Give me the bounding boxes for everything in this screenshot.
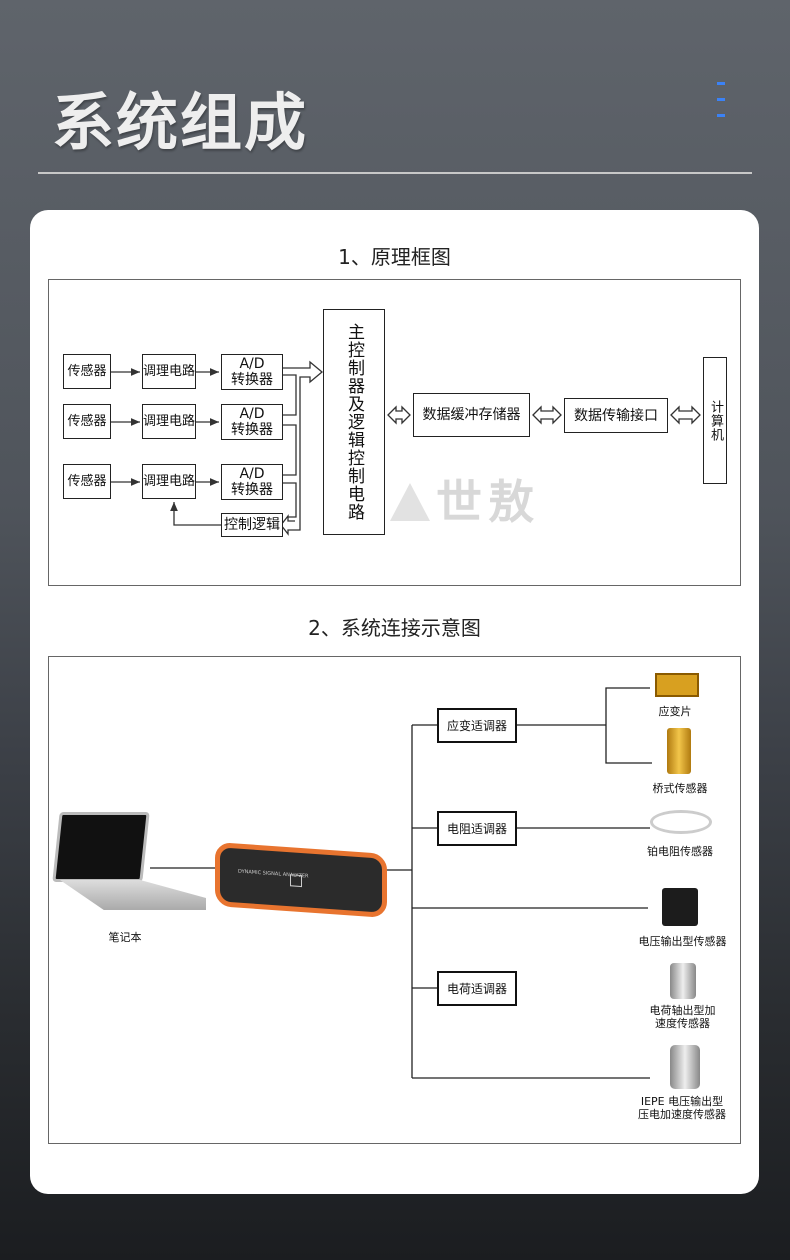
sensor-box: 传感器 <box>63 404 111 439</box>
adapter-box: 应变适调器 <box>437 708 517 743</box>
sensor-box: 传感器 <box>63 354 111 389</box>
adapter-box: 电荷适调器 <box>437 971 517 1006</box>
divider <box>38 172 752 174</box>
sensor-box: 传感器 <box>63 464 111 499</box>
adc-label: A/D <box>239 466 265 482</box>
sensor-label: 应变片 <box>658 705 692 718</box>
watermark-logo-mark <box>390 483 430 521</box>
adapter-box: 电阻适调器 <box>437 811 517 846</box>
laptop-label: 笔记本 <box>108 931 142 944</box>
adc-label: A/D <box>239 356 265 372</box>
laptop-screen <box>52 812 150 882</box>
analyzer-device: DYNAMIC SIGNAL ANALYZER <box>215 841 387 919</box>
sensor-label: 电压输出型传感器 <box>638 935 727 948</box>
adc-label: 转换器 <box>231 422 273 438</box>
charge-accelerometer-image <box>670 963 696 999</box>
connection-diagram-frame <box>48 656 741 1144</box>
strain-gauge-image <box>655 673 699 697</box>
conditioner-box: 调理电路 <box>142 464 196 499</box>
decor-dash <box>717 82 725 85</box>
main-controller-box: 主控制器及逻辑控制电路 <box>323 309 385 535</box>
block-diagram-frame <box>48 279 741 586</box>
watermark-logo-text: 世敖 <box>436 475 540 529</box>
buffer-box: 数据缓冲存储器 <box>413 393 530 437</box>
section2-title: 2、系统连接示意图 <box>308 616 481 640</box>
sensor-label: 铂电阻传感器 <box>647 845 713 858</box>
decor-dash <box>717 114 725 117</box>
page-title: 系统组成 <box>52 86 309 159</box>
usb-port-icon <box>290 874 302 888</box>
adc-label: 转换器 <box>231 372 273 388</box>
adc-label: 转换器 <box>231 482 273 498</box>
control-logic-box: 控制逻辑 <box>221 513 283 537</box>
iepe-accelerometer-image <box>670 1045 700 1089</box>
watermark-logo: 世敖 <box>390 474 540 530</box>
sensor-label: 桥式传感器 <box>652 782 708 795</box>
voltage-sensor-image <box>662 888 698 926</box>
conditioner-box: 调理电路 <box>142 354 196 389</box>
bridge-sensor-image <box>667 728 691 774</box>
adc-label: A/D <box>239 406 265 422</box>
computer-box: 计算机 <box>703 357 727 484</box>
decor-dash <box>717 98 725 101</box>
interface-box: 数据传输接口 <box>564 398 668 433</box>
section1-title: 1、原理框图 <box>338 245 451 269</box>
sensor-label: 电荷轴出型加 速度传感器 <box>649 1004 716 1030</box>
platinum-rtd-image <box>650 810 712 834</box>
sensor-label: IEPE 电压输出型 压电加速度传感器 <box>638 1095 726 1121</box>
conditioner-box: 调理电路 <box>142 404 196 439</box>
